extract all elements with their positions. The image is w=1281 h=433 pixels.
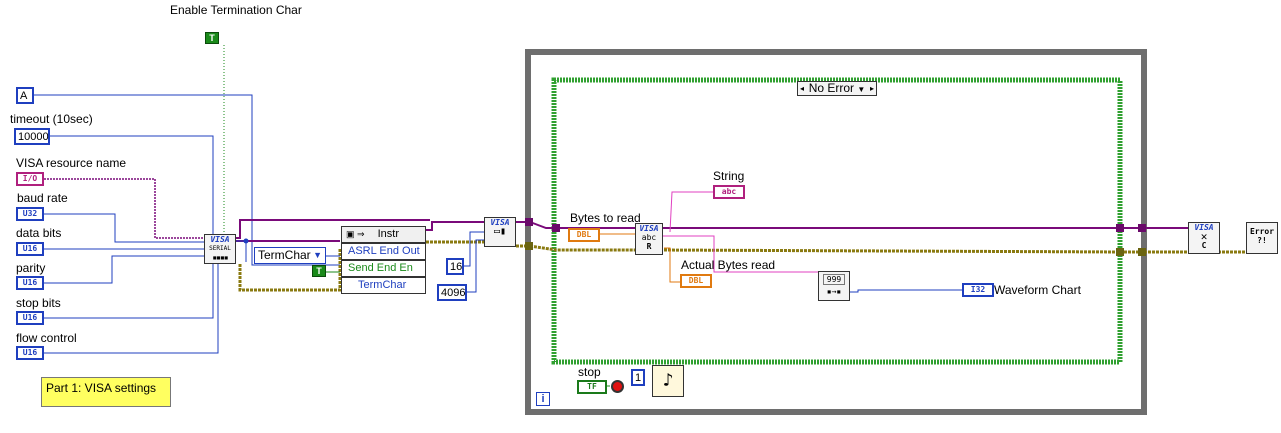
- convert-icon: ▪→▪: [826, 287, 842, 296]
- case-increment-icon[interactable]: ▸: [869, 84, 874, 93]
- case-structure-border: [551, 77, 1123, 365]
- string-label: String: [713, 169, 745, 183]
- visa-set-buffer-node[interactable]: VISA ▭▮: [484, 217, 516, 247]
- reference-icon: ▣ ⇒: [346, 229, 365, 239]
- serial-icon: SERIAL: [209, 245, 231, 252]
- visa-read-icon: VISA: [639, 224, 659, 233]
- termchar-constant-a[interactable]: A: [16, 87, 34, 104]
- property-class: Instr: [377, 228, 400, 240]
- visa-buffer-icon: VISA: [490, 218, 510, 227]
- abc-icon: abc: [641, 233, 657, 242]
- stop-label: stop: [578, 365, 601, 379]
- visa-configure-serial-node[interactable]: VISA SERIAL ▪▪▪▪: [204, 234, 236, 264]
- visa-node-icon: VISA: [210, 235, 230, 244]
- timeout-value[interactable]: 10000: [14, 128, 50, 145]
- question-icon: ?!: [1257, 236, 1267, 245]
- read-r-icon: R: [646, 242, 652, 251]
- comment-box: Part 1: VISA settings: [41, 377, 171, 407]
- actual-bytes-label: Actual Bytes read: [681, 258, 776, 272]
- port-icon: ▪▪▪▪: [212, 253, 228, 262]
- visa-close-icon: VISA: [1194, 223, 1214, 232]
- stop-terminal[interactable]: TF: [577, 380, 607, 394]
- baud-rate-terminal[interactable]: U32: [16, 207, 44, 221]
- close-c-icon: C: [1201, 241, 1207, 250]
- close-icon: ✕: [1200, 230, 1208, 243]
- visa-read-node[interactable]: VISA abc R: [635, 223, 663, 255]
- constant-4096[interactable]: 4096: [437, 284, 467, 301]
- constant-16[interactable]: 16: [446, 258, 464, 275]
- parity-label: parity: [16, 261, 46, 275]
- flow-control-terminal[interactable]: U16: [16, 346, 44, 360]
- parity-terminal[interactable]: U16: [16, 276, 44, 290]
- iteration-terminal: i: [536, 392, 550, 406]
- visa-close-node[interactable]: VISA ✕ C: [1188, 222, 1220, 254]
- visa-property-node[interactable]: ▣ ⇒ Instr ASRL End Out Send End En TermC…: [341, 226, 426, 296]
- timeout-label: timeout (10sec): [10, 112, 93, 126]
- wait-ms-metronome-icon[interactable]: ♪: [652, 365, 684, 397]
- stop-bits-label: stop bits: [16, 296, 61, 310]
- property-node-header: ▣ ⇒ Instr: [341, 226, 426, 243]
- termchar-ring-value: TermChar: [258, 248, 311, 262]
- enable-term-char-label: Enable Termination Char: [170, 3, 302, 17]
- bytes-to-read-terminal[interactable]: DBL: [568, 228, 600, 242]
- data-bits-label: data bits: [16, 226, 62, 240]
- simple-error-handler-node[interactable]: Error ?!: [1246, 222, 1278, 254]
- string-indicator[interactable]: abc: [713, 185, 745, 199]
- visa-resource-label: VISA resource name: [16, 156, 127, 170]
- prop-send-end-en[interactable]: Send End En: [341, 260, 426, 277]
- chevron-down-icon[interactable]: ▼: [857, 85, 866, 94]
- bytes-to-read-label: Bytes to read: [570, 211, 641, 225]
- wait-ms-constant[interactable]: 1: [631, 369, 645, 386]
- spreadsheet-string-to-array-node[interactable]: 999 ▪→▪: [818, 271, 850, 301]
- while-loop-border: [525, 49, 1147, 415]
- error-handler-icon: Error: [1249, 227, 1275, 236]
- case-selector-value: No Error: [808, 81, 855, 95]
- array-icon: 999: [823, 274, 845, 285]
- case-selector[interactable]: ◂ No Error ▼ ▸: [797, 81, 877, 96]
- case-decrement-icon[interactable]: ◂: [800, 84, 805, 93]
- prop-asrl-end-out[interactable]: ASRL End Out: [341, 243, 426, 260]
- visa-resource-terminal[interactable]: I/O: [16, 172, 44, 186]
- send-end-constant[interactable]: T: [312, 265, 326, 277]
- waveform-chart-label: Waveform Chart: [994, 283, 1081, 297]
- data-bits-terminal[interactable]: U16: [16, 242, 44, 256]
- enable-term-char-constant[interactable]: T: [205, 32, 219, 44]
- baud-rate-label: baud rate: [17, 191, 68, 205]
- chevron-down-icon: ▼: [313, 250, 322, 260]
- termchar-ring[interactable]: TermChar ▼: [254, 247, 326, 264]
- buffer-icon: ▭▮: [493, 226, 507, 237]
- stop-condition-icon[interactable]: [611, 380, 624, 393]
- flow-control-label: flow control: [16, 331, 77, 345]
- actual-bytes-indicator[interactable]: DBL: [680, 274, 712, 288]
- waveform-chart-terminal[interactable]: I32: [962, 283, 994, 297]
- prop-termchar[interactable]: TermChar: [341, 277, 426, 294]
- stop-bits-terminal[interactable]: U16: [16, 311, 44, 325]
